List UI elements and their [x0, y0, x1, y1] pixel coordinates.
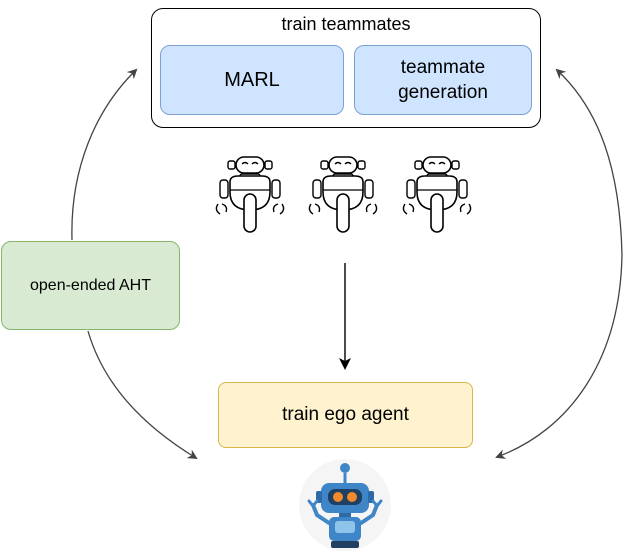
train-ego-agent-label: train ego agent — [282, 404, 409, 425]
open-ended-aht-box: open-ended AHT — [1, 241, 180, 330]
open-ended-aht-label: open-ended AHT — [30, 276, 151, 294]
train-teammates-label: train teammates — [281, 14, 411, 34]
robot-color-icon — [299, 459, 391, 551]
teammate-generation-label: teammate generation — [398, 57, 488, 103]
robot-outline-icon — [308, 156, 378, 233]
arrow-right-to-teammates — [555, 68, 623, 256]
robot-outline-icon — [215, 156, 285, 233]
arrow-right-to-ego — [495, 254, 623, 459]
arrow-aht-to-ego — [87, 330, 198, 460]
teammate-generation-box: teammate generation — [354, 45, 532, 115]
robot-outline-icon — [402, 156, 472, 233]
marl-label: MARL — [224, 68, 280, 91]
arrow-aht-to-teammates — [71, 68, 138, 241]
train-ego-agent-box: train ego agent — [218, 382, 473, 448]
marl-box: MARL — [160, 45, 344, 115]
